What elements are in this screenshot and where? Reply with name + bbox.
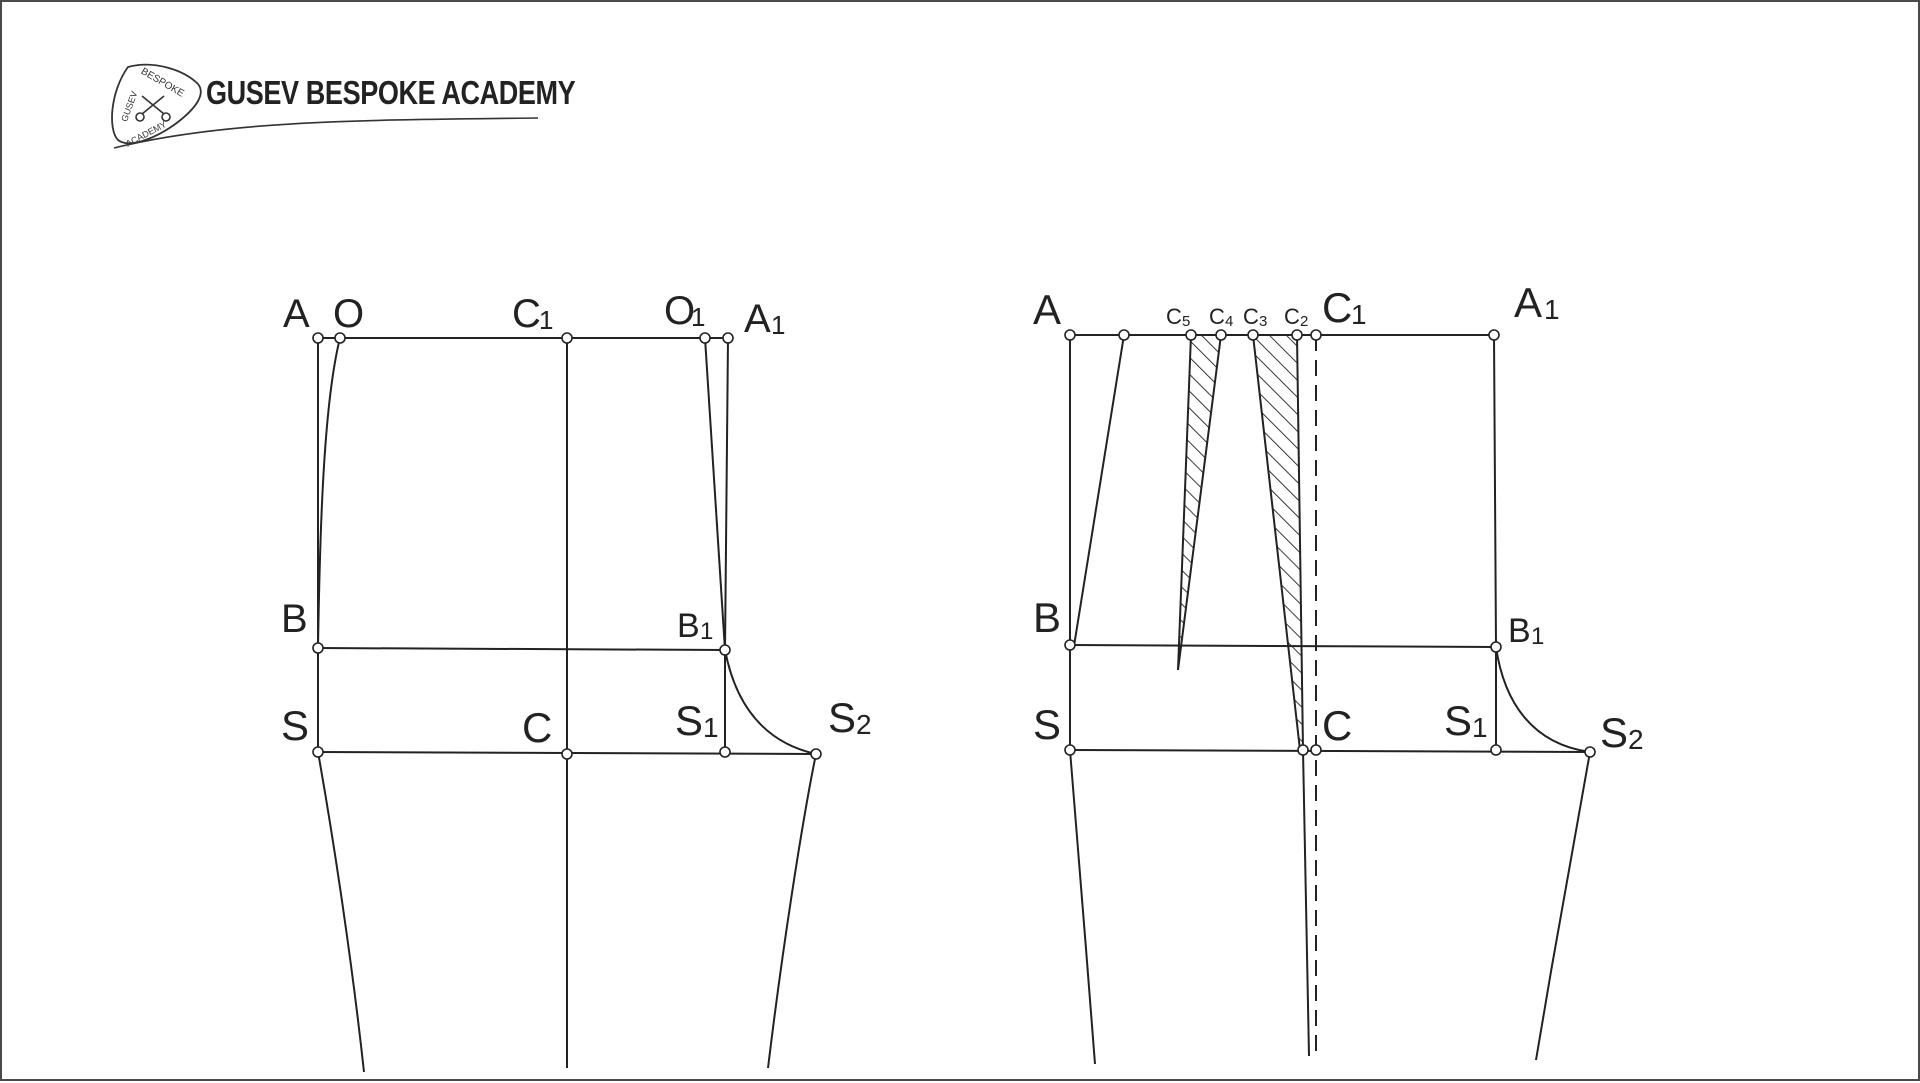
label-b1-right-sub: 1 [1531,623,1544,650]
hatched-dart-c5-c4 [1177,334,1223,671]
label-b1: B [677,607,700,645]
crease-line-right [1302,749,1310,1057]
point-c-right [1310,744,1322,756]
point-c4 [1215,329,1227,341]
point-s [312,746,324,758]
scissors-icon [135,95,171,122]
label-o1-sub: 1 [691,302,705,332]
hatched-dart-c3-c2 [1251,334,1305,751]
point-crease-right [1297,744,1309,756]
point-waist-right [1118,329,1130,341]
academy-logo: BESPOKE GUSEV ACADEMY [111,63,539,149]
point-c1-right [1310,329,1322,341]
right-side-seam-curve [767,753,817,1069]
label-c3-sub: 3 [1259,313,1267,330]
point-a1 [722,332,734,344]
label-c2: C [1284,304,1300,329]
curve-b1-s2 [724,649,817,755]
label-c5-sub: 5 [1182,313,1190,330]
point-c1 [561,332,573,344]
label-c1-right-sub: 1 [1351,299,1367,330]
label-s1-sub: 1 [703,712,719,743]
label-c1: C [512,292,541,336]
label-b: B [281,597,308,641]
label-c3: C [1243,304,1259,329]
point-c [561,748,573,760]
left-side-seam-curve-right [1069,749,1096,1065]
point-b-right [1064,639,1076,651]
line-a1-b1 [724,337,729,651]
point-s1-right [1490,744,1502,756]
point-a [312,332,324,344]
point-a-right [1064,329,1076,341]
label-c-right: C [1322,702,1352,749]
left-side-seam-curve [317,751,365,1073]
label-b1-right: B [1508,612,1531,650]
point-o1 [699,332,711,344]
label-a-right: A [1033,286,1061,333]
point-s2-right [1584,746,1596,758]
label-c2-sub: 2 [1300,313,1308,330]
point-a1-right [1488,329,1500,341]
curve-b1-s2-right [1495,646,1591,753]
point-c3 [1247,329,1259,341]
label-s2: S [828,694,856,741]
label-s1-right: S [1444,697,1472,744]
label-a1: A [744,297,771,341]
line-a1-b1-right [1493,334,1497,648]
right-side-seam-curve-right [1535,751,1591,1061]
label-a1-right: A [1514,279,1542,326]
label-a1-right-sub: 1 [1544,294,1560,325]
label-c1-sub: 1 [539,305,553,335]
line-s-s2-right [1069,749,1591,753]
label-c1-right: C [1322,284,1352,331]
point-b [312,642,324,654]
label-s1: S [675,697,703,744]
point-b1-right [1490,641,1502,653]
line-waist-to-b-right [1073,334,1125,647]
label-a1-sub: 1 [771,310,785,340]
label-s2-right: S [1600,709,1628,756]
point-c5 [1185,329,1197,341]
point-s2 [810,748,822,760]
label-s1-right-sub: 1 [1472,712,1488,743]
label-b-right: B [1033,594,1061,641]
line-b-b1 [317,647,726,651]
point-c2 [1291,329,1303,341]
brand-name: GUSEV BESPOKE ACADEMY [206,74,576,111]
label-o: O [333,292,364,336]
label-s-right: S [1033,701,1061,748]
label-c5: C [1166,304,1182,329]
point-s1 [719,746,731,758]
line-o1-b1 [704,337,726,651]
left-pattern-drawing: A O C 1 O 1 A 1 B B 1 S C S 1 S 2 [281,289,872,1073]
label-c: C [522,704,552,751]
label-s2-sub: 2 [856,709,872,740]
label-s: S [281,702,309,749]
point-b1 [719,644,731,656]
logo-swoosh-line [113,117,539,149]
point-o [334,332,346,344]
right-pattern-drawing: A C 5 C 4 C 3 C 2 C 1 A 1 B B 1 S C S 1 … [1033,279,1644,1065]
label-s2-right-sub: 2 [1628,724,1644,755]
point-s-right [1064,744,1076,756]
label-o1: O [664,289,695,333]
label-c4: C [1209,304,1225,329]
curve-o-b [317,337,341,649]
line-b-b1-right [1069,644,1497,648]
label-c4-sub: 4 [1225,313,1233,330]
label-a: A [283,292,310,336]
logo-shield-shape [111,63,202,145]
label-b1-sub: 1 [700,618,713,645]
